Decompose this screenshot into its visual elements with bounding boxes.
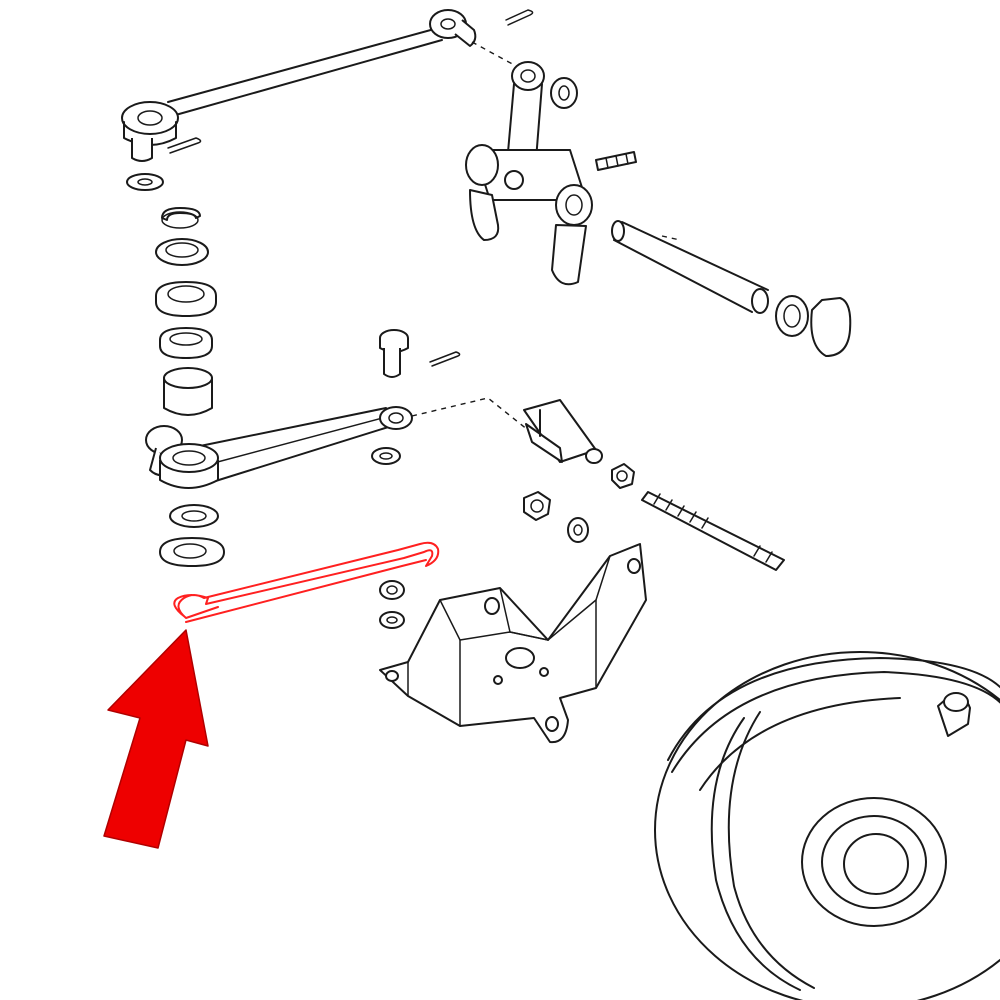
bearing-washer [159,537,225,567]
bearing-flange [155,281,217,317]
bearing-ring [159,327,213,359]
hex-nut-3 [379,580,405,600]
cotter-pin-top [505,9,534,26]
roll-pin [595,151,637,171]
clevis-pin [379,329,409,378]
bushing [163,367,213,416]
cotter-pin-mid [429,351,461,367]
electric-clutch [654,651,1000,1000]
seal-ring [155,238,209,266]
flat-washer-2 [169,504,219,528]
hex-nut-2 [523,491,551,521]
top-control-rod [121,9,477,162]
red-arrow-icon [103,629,209,849]
mounting-bracket [379,543,647,744]
bellcrank-lever [465,61,593,286]
shaft-seal [775,295,809,337]
clevis-yoke [523,399,603,464]
shaft-end-cap [810,297,852,357]
cotter-pin-left [167,137,202,154]
hex-nut-1 [611,463,635,489]
lock-washer-2 [379,611,405,629]
threaded-rod [641,491,785,571]
cross-shaft [611,220,769,314]
washer-top-right [550,77,578,109]
highlighted-spring-rod [173,541,440,623]
flat-washer-1 [126,173,164,191]
washer-small-mid [371,447,401,465]
idler-arm [145,406,413,489]
lock-washer-1 [567,517,589,543]
snap-ring [161,207,201,229]
